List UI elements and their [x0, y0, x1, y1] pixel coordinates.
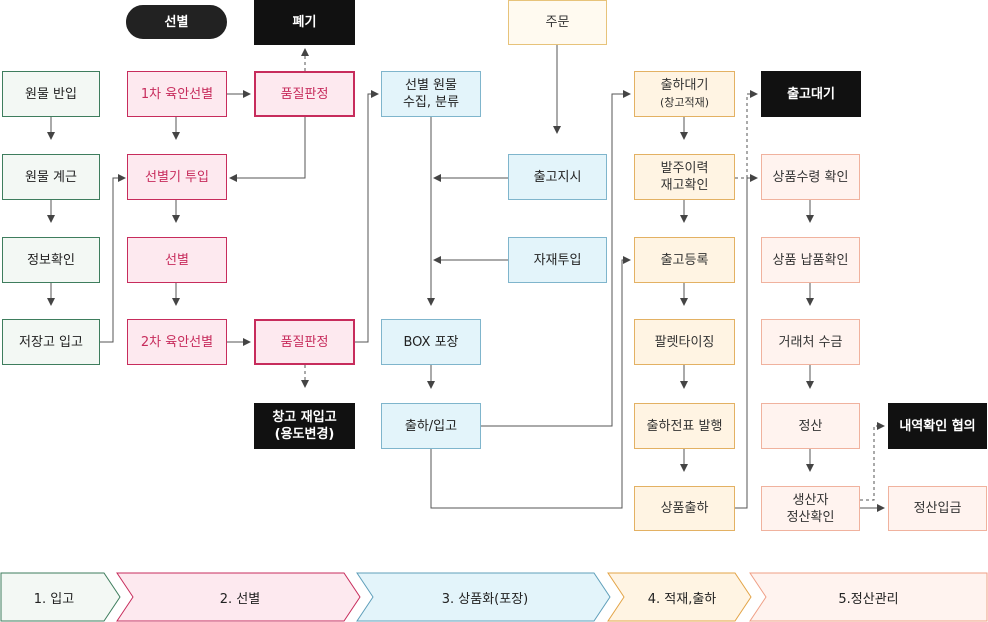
node-label: 주문: [545, 15, 570, 30]
node-label: 상품출하: [660, 501, 709, 516]
phase-banner-4: 4. 적재,출하: [607, 572, 755, 622]
node-box: BOX 포장: [381, 319, 481, 365]
node-label: 선별 원물: [405, 78, 457, 93]
node-baljoo: 발주이력 재고확인: [634, 154, 735, 200]
node-jajae: 자재투입: [508, 237, 607, 283]
node-pumjil2: 품질판정: [254, 319, 355, 365]
node-yuksan1: 1차 육안선별: [127, 71, 227, 117]
node-label: 1차 육안선별: [140, 86, 214, 102]
node-label: 출하전표 발행: [646, 418, 723, 434]
phase-label: 2. 선별: [219, 591, 261, 607]
phase-label: 5.정산관리: [838, 591, 899, 607]
node-label: BOX 포장: [403, 334, 459, 350]
phase-banner-5: 5.정산관리: [749, 572, 988, 622]
node-label: 정산: [798, 418, 823, 434]
node-chulha-ipgo: 출하/입고: [381, 403, 481, 449]
node-label: 발주이력: [660, 161, 709, 176]
node-label: 정산확인: [786, 509, 835, 525]
node-label: 정산입금: [913, 501, 962, 516]
node-label: 수집, 분류: [402, 95, 460, 110]
node-seonbyeol-pill: 선별: [126, 5, 227, 39]
node-label: 선별기 투입: [145, 169, 209, 185]
node-yuksan2: 2차 육안선별: [127, 319, 227, 365]
arrow-pumjil1-tuip: [229, 117, 306, 182]
phase-banner-3: 3. 상품화(포장): [356, 572, 614, 622]
node-tuip: 선별기 투입: [127, 154, 227, 200]
node-saengsan: 생산자 정산확인: [761, 486, 860, 531]
node-label: 자재투입: [533, 252, 582, 268]
node-won-gyegeun: 원물 계근: [2, 154, 100, 200]
node-label: 원물 계근: [25, 169, 77, 185]
arrow-pumjil2-sujip: [355, 90, 379, 343]
node-label: 품질판정: [280, 86, 329, 102]
node-jeongsan-ipgeum: 정산입금: [888, 486, 987, 531]
phase-label: 4. 적재,출하: [647, 591, 717, 607]
node-label: 거래처 수금: [778, 334, 843, 350]
arrow-chulha-deungrok: [430, 256, 631, 509]
node-label: 선별: [165, 252, 189, 268]
node-suryeong: 상품수령 확인: [761, 154, 860, 200]
node-won-banip: 원물 반입: [2, 71, 100, 117]
node-napum: 상품 납품확인: [761, 237, 860, 283]
arrow-saengsan-naeyeok: [860, 422, 885, 501]
node-label: 생산자: [792, 492, 829, 508]
node-label: 2차 육안선별: [140, 334, 214, 350]
node-label: 상품 납품확인: [772, 252, 849, 268]
node-label: 품질판정: [280, 334, 329, 350]
phase-label: 3. 상품화(포장): [441, 591, 529, 607]
phase-label: 1. 입고: [33, 591, 75, 607]
node-label: (용도변경): [274, 427, 335, 442]
node-chulgo-jisi: 출고지시: [508, 154, 607, 200]
node-label: (창고적재): [659, 96, 710, 109]
arrow-jeojang-tuip: [100, 174, 126, 343]
node-naeyeok: 내역확인 협의: [888, 403, 987, 449]
node-label: 출고등록: [660, 252, 709, 268]
node-sujip: 선별 원물 수집, 분류: [381, 71, 481, 117]
arrow-chulha-daegi: [481, 90, 631, 427]
node-label: 원물 반입: [25, 86, 77, 102]
node-label: 출고지시: [533, 169, 582, 185]
node-pallet: 팔렛타이징: [634, 319, 735, 365]
node-label: 재고확인: [660, 178, 709, 193]
node-label: 출하대기: [660, 78, 709, 93]
node-pyegi: 폐기: [254, 0, 355, 45]
phase-banner-1: 1. 입고: [0, 572, 122, 622]
node-jeongbo: 정보확인: [2, 237, 100, 283]
node-jeojang: 저장고 입고: [2, 319, 100, 365]
node-chulgo-deungrok: 출고등록: [634, 237, 735, 283]
node-label: 내역확인 협의: [899, 418, 976, 434]
node-daegi: 출하대기 (창고적재): [634, 71, 735, 117]
node-label: 정보확인: [27, 252, 75, 268]
node-label: 폐기: [292, 15, 317, 30]
node-jeonpyo: 출하전표 발행: [634, 403, 735, 449]
node-label: 선별: [164, 14, 189, 30]
node-sangpum-chulha: 상품출하: [634, 486, 735, 531]
node-label: 팔렛타이징: [654, 334, 715, 350]
node-jeongsan: 정산: [761, 403, 860, 449]
phase-banner-2: 2. 선별: [116, 572, 364, 622]
arrow-baljoo-chulgodaegi: [735, 90, 758, 179]
node-pumjil1: 품질판정: [254, 71, 355, 117]
node-label: 출하/입고: [404, 418, 458, 434]
node-sugeum: 거래처 수금: [761, 319, 860, 365]
node-label: 저장고 입고: [19, 334, 83, 350]
arrow-chulha-suryeong: [735, 174, 758, 509]
node-label: 상품수령 확인: [772, 169, 849, 185]
node-chulgo-daegi: 출고대기: [761, 71, 861, 117]
node-jumun: 주문: [508, 0, 607, 45]
node-label: 창고 재입고: [272, 410, 337, 425]
node-label: 출고대기: [787, 86, 835, 102]
node-reentry: 창고 재입고 (용도변경): [254, 403, 355, 449]
node-seonbyeol: 선별: [127, 237, 227, 283]
